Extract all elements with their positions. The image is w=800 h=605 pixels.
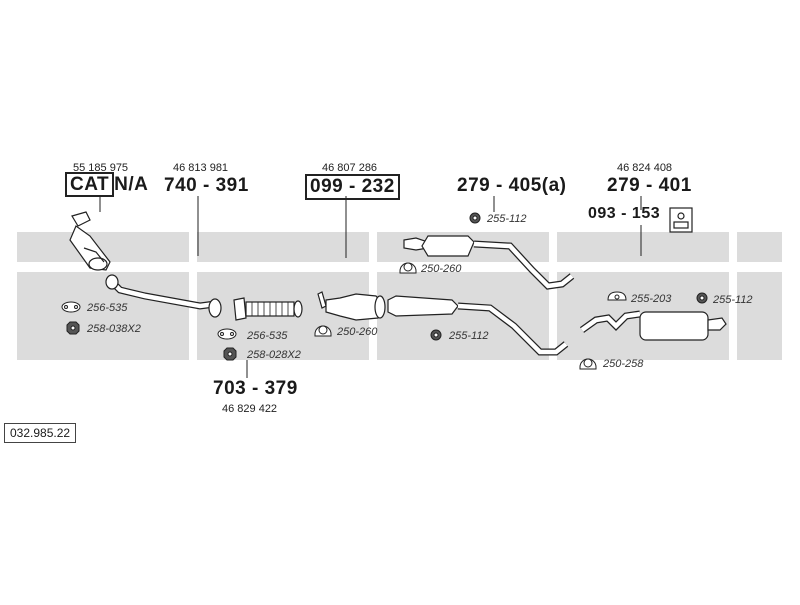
gasket-icon — [61, 301, 81, 313]
part-number-rear-silencer[interactable]: 279 - 401 — [607, 175, 692, 196]
band-gap — [17, 262, 782, 272]
background-bands — [17, 232, 782, 360]
middle-silencer-part — [403, 235, 575, 290]
part-number-front-pipe[interactable]: 740 - 391 — [164, 175, 249, 196]
nut-icon — [223, 347, 237, 361]
accessory-label[interactable]: 250-260 — [337, 326, 378, 338]
part-number-middle-cat[interactable]: 099 - 232 — [305, 174, 400, 200]
rubber-ring-icon — [469, 212, 481, 224]
cat-na: N/A — [114, 174, 149, 195]
accessory-label[interactable]: 250-260 — [421, 263, 462, 275]
accessory-label[interactable]: 250-258 — [603, 358, 644, 370]
gasket-icon — [217, 328, 237, 340]
part-number-middle-silencer[interactable]: 279 - 405(a) — [457, 175, 567, 196]
accessory-label[interactable]: 258-038X2 — [87, 323, 141, 335]
catalytic-converter — [69, 211, 111, 271]
band-5 — [737, 232, 782, 360]
part-number-flex-pipe[interactable]: 703 - 379 — [213, 378, 298, 399]
middle-cat — [317, 291, 386, 321]
accessory-label[interactable]: 256-535 — [247, 330, 288, 342]
rear-silencer — [579, 310, 727, 341]
accessory-label[interactable]: 258-028X2 — [247, 349, 301, 361]
exhaust-parts — [69, 207, 727, 356]
oe-number-flex-pipe: 46 829 422 — [222, 403, 278, 415]
intermediate-silencer — [387, 295, 569, 356]
leader-lines — [99, 196, 642, 378]
cat-box: CAT — [65, 172, 115, 197]
part-number-rear-rubber[interactable]: 093 - 153 — [588, 205, 661, 222]
accessory-label[interactable]: 255-112 — [449, 330, 489, 342]
hanger-icon — [607, 291, 627, 301]
clamp-icon — [314, 325, 332, 337]
front-pipe — [105, 274, 222, 318]
accessory-label[interactable]: 255-203 — [631, 293, 672, 305]
oe-number-middle-cat: 46 807 286 — [322, 162, 378, 174]
rubber-ring-icon — [430, 329, 442, 341]
oe-number-rear-silencer: 46 824 408 — [617, 162, 673, 174]
rubber-ring-icon — [696, 292, 708, 304]
accessory-label[interactable]: 255-112 — [487, 213, 527, 225]
accessory-icons — [61, 212, 708, 370]
diagram-reference: 032.985.22 — [4, 423, 77, 443]
clamp-icon — [579, 358, 597, 370]
clamp-icon — [399, 262, 417, 274]
accessory-label[interactable]: 256-535 — [87, 302, 128, 314]
rear-rubber-mount — [669, 207, 693, 233]
oe-number-cat: 55 185 975 — [73, 162, 129, 174]
accessory-label[interactable]: 255-112 — [713, 294, 753, 306]
flex-pipe — [233, 297, 303, 321]
oe-number-front-pipe: 46 813 981 — [173, 162, 229, 174]
nut-icon — [66, 321, 80, 335]
